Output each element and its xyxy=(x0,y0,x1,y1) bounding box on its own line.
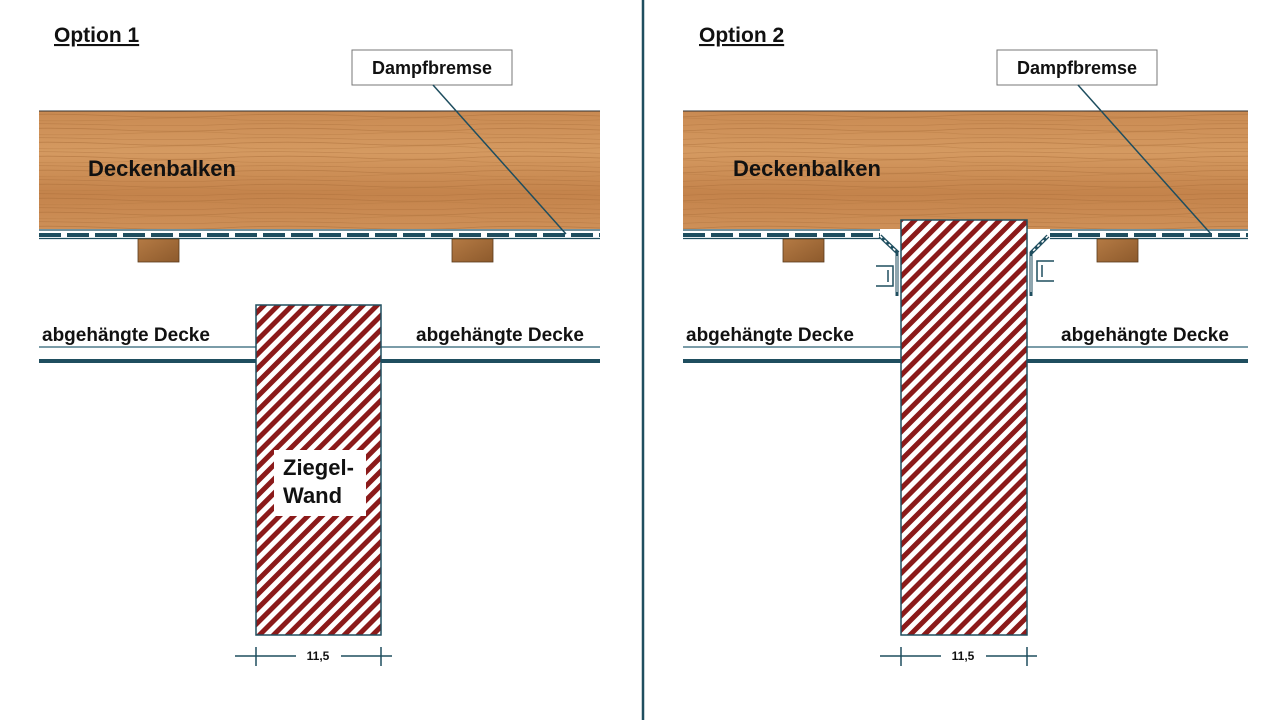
option2-vapor-label: Dampfbremse xyxy=(1017,58,1137,78)
option1-beam-grain xyxy=(39,111,600,229)
option2-batten-left xyxy=(782,238,825,263)
option1-wall-label-line2: Wand xyxy=(283,483,342,508)
option1-vapor-label: Dampfbremse xyxy=(372,58,492,78)
option1-vapor-label-box xyxy=(351,49,513,86)
option2-vapor-label-box xyxy=(996,49,1158,86)
option1-beam-label: Deckenbalken xyxy=(88,156,236,181)
option2-vapor-leader xyxy=(1077,84,1212,235)
option1-dimension-line xyxy=(235,647,392,666)
option2-seal-right xyxy=(1029,234,1054,296)
option2-ceiling-right-label: abgehängte Decke xyxy=(1061,325,1229,346)
option2-ceiling-left-label: abgehängte Decke xyxy=(686,325,854,346)
option2-panel: Option 2 Dampfbremse Deckenbalken xyxy=(683,24,1248,666)
option1-ceiling-left xyxy=(39,346,256,363)
option1-ceiling-right xyxy=(381,346,600,363)
option2-dimension-text: 11,5 xyxy=(952,649,975,663)
option2-batten-right xyxy=(1096,238,1139,263)
option1-ceiling-right-label: abgehängte Decke xyxy=(416,325,584,346)
option2-ceiling-right xyxy=(1027,346,1248,363)
option2-dimension-line xyxy=(880,647,1037,666)
option1-wall-label-line1: Ziegel- xyxy=(283,455,354,480)
option1-panel: Option 1 Dampfbremse Deckenbalken abgehä… xyxy=(39,24,600,666)
option1-batten-left xyxy=(137,238,180,263)
option1-ceiling-left-label: abgehängte Decke xyxy=(42,325,210,346)
option2-brick-wall xyxy=(900,219,1028,636)
option2-vapor-barrier-left xyxy=(683,229,880,240)
option1-wall-label-box xyxy=(274,450,366,516)
option2-title: Option 2 xyxy=(699,24,784,47)
option2-vapor-barrier-right xyxy=(1050,229,1248,240)
option1-dimension-text: 11,5 xyxy=(307,649,330,663)
option1-vapor-leader xyxy=(432,84,567,235)
option1-title: Option 1 xyxy=(54,24,139,47)
option2-beam-label: Deckenbalken xyxy=(733,156,881,181)
option2-ceiling-left xyxy=(683,346,901,363)
option2-seal-left xyxy=(876,234,900,296)
option1-batten-right xyxy=(451,238,494,263)
